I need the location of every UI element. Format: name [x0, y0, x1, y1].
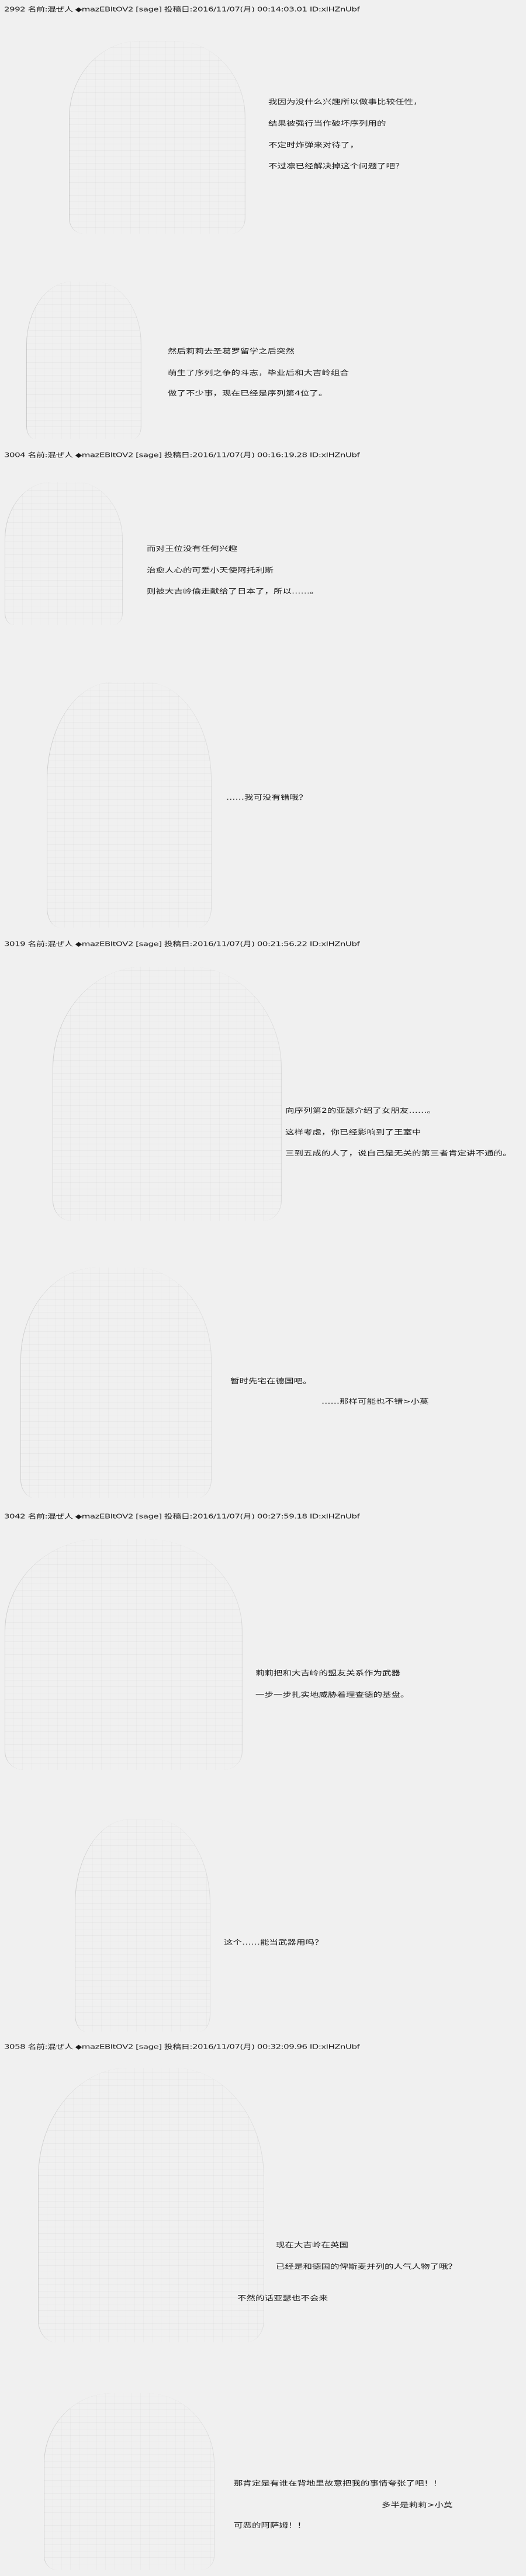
post-header-3042: 3042 名前:混ぜ人 ◆mazEBItOV2 [sage] 投稿日:2016/…: [4, 1512, 360, 1520]
dialogue-line: 做了不少事，现在已经是序列第4位了。: [168, 390, 328, 398]
dialogue-line: ……那样可能也不错>小莫: [321, 1398, 429, 1406]
dialogue-line: ……我可没有错哦？: [226, 794, 308, 802]
post-header-3004: 3004 名前:混ぜ人 ◆mazEBItOV2 [sage] 投稿日:2016/…: [4, 451, 360, 459]
dialogue-line: 不然的话亚瑟也不会来: [237, 2294, 328, 2303]
dialogue-line: 而对王位没有任何兴趣: [147, 545, 238, 553]
dialogue-line: 现在大吉岭在英国: [276, 2241, 349, 2249]
ascii-art-figure: [44, 2393, 214, 2570]
dialogue-line: 这样考虑，你已经影响到了王室中: [285, 1129, 421, 1137]
dialogue-line: 不定时炸弹来对待了，: [268, 141, 359, 150]
post-header-3019: 3019 名前:混ぜ人 ◆mazEBItOV2 [sage] 投稿日:2016/…: [4, 940, 360, 948]
dialogue-line: 这个……能当武器用吗？: [224, 1939, 324, 1947]
ascii-art-figure: [20, 1268, 212, 1498]
ascii-art-figure: [75, 1820, 210, 2032]
dialogue-line: 暂时先宅在德国吧。: [230, 1377, 312, 1386]
dialogue-line: 不过凛已经解决掉这个问题了吧？: [268, 162, 404, 171]
ascii-art-figure: [5, 1539, 243, 1770]
dialogue-line: 可恶的阿萨姆！！: [234, 2522, 307, 2530]
dialogue-line: 则被大吉岭偷走献给了日本了，所以……。: [147, 588, 319, 596]
ascii-art-figure: [38, 2068, 264, 2342]
dialogue-line: 结果被强行当作破坏序列用的: [268, 120, 386, 128]
ascii-art-figure: [26, 282, 141, 439]
dialogue-line: 三到五成的人了，说自己是无关的第三者肯定讲不通的。: [285, 1150, 512, 1158]
dialogue-line: 向序列第2的亚瑟介绍了女朋友……。: [285, 1107, 436, 1115]
dialogue-line: 我因为没什么兴趣所以做事比较任性，: [268, 98, 423, 106]
post-header-3058: 3058 名前:混ぜ人 ◆mazEBItOV2 [sage] 投稿日:2016/…: [4, 2043, 360, 2051]
post-header-2992: 2992 名前:混ぜ人 ◆mazEBItOV2 [sage] 投稿日:2016/…: [4, 5, 360, 13]
dialogue-line: 莉莉把和大吉岭的盟友关系作为武器: [255, 1669, 401, 1678]
ascii-art-figure: [47, 682, 212, 928]
ascii-art-figure: [53, 967, 282, 1221]
dialogue-line: 一步一步扎实地威胁着理查德的基盘。: [255, 1691, 410, 1699]
dialogue-line: 然后莉莉去圣葛罗留学之后突然: [168, 348, 295, 356]
dialogue-line: 多半是莉莉>小莫: [382, 2501, 453, 2509]
dialogue-line: 已经是和德国的俾斯麦并列的人气人物了哦？: [276, 2263, 458, 2271]
dialogue-line: 萌生了序列之争的斗志，毕业后和大吉岭组合: [168, 369, 349, 377]
ascii-art-figure: [69, 41, 245, 234]
ascii-art-figure: [5, 482, 123, 625]
dialogue-line: 治愈人心的可爱小天使阿托利斯: [147, 567, 274, 575]
dialogue-line: 那肯定是有谁在背地里故意把我的事情夸张了吧！！: [234, 2480, 442, 2488]
